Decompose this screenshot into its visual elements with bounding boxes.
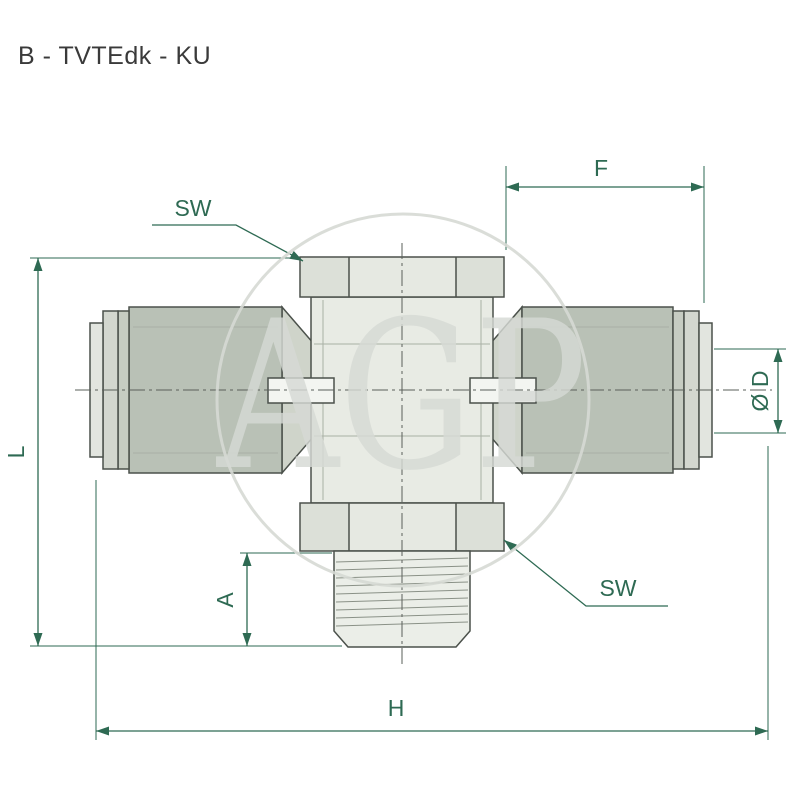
dimension-h-label: H <box>388 695 405 721</box>
dimension-a-label: A <box>212 592 238 608</box>
dimension-h: H <box>95 446 769 740</box>
dimension-f-label: F <box>594 155 608 181</box>
dimension-a: A <box>212 552 332 646</box>
callout-sw-top-label: SW <box>174 195 211 221</box>
watermark-text: AGP <box>215 278 587 516</box>
dimension-diameter-label: Ø D <box>747 371 773 412</box>
callout-sw-bottom: SW <box>503 539 668 607</box>
bottom-hex-nut <box>299 502 505 552</box>
page-title: B - TVTEdk - KU <box>18 42 212 70</box>
dimension-l-label: L <box>3 445 29 458</box>
dimension-l: L <box>3 257 342 647</box>
dimension-diameter-d: Ø D <box>714 348 786 434</box>
watermark: AGP <box>215 212 591 588</box>
dimension-f: F <box>505 155 705 303</box>
callout-sw-bottom-label: SW <box>599 575 636 601</box>
callout-sw-top: SW <box>152 195 304 262</box>
watermark-circle <box>215 212 591 588</box>
